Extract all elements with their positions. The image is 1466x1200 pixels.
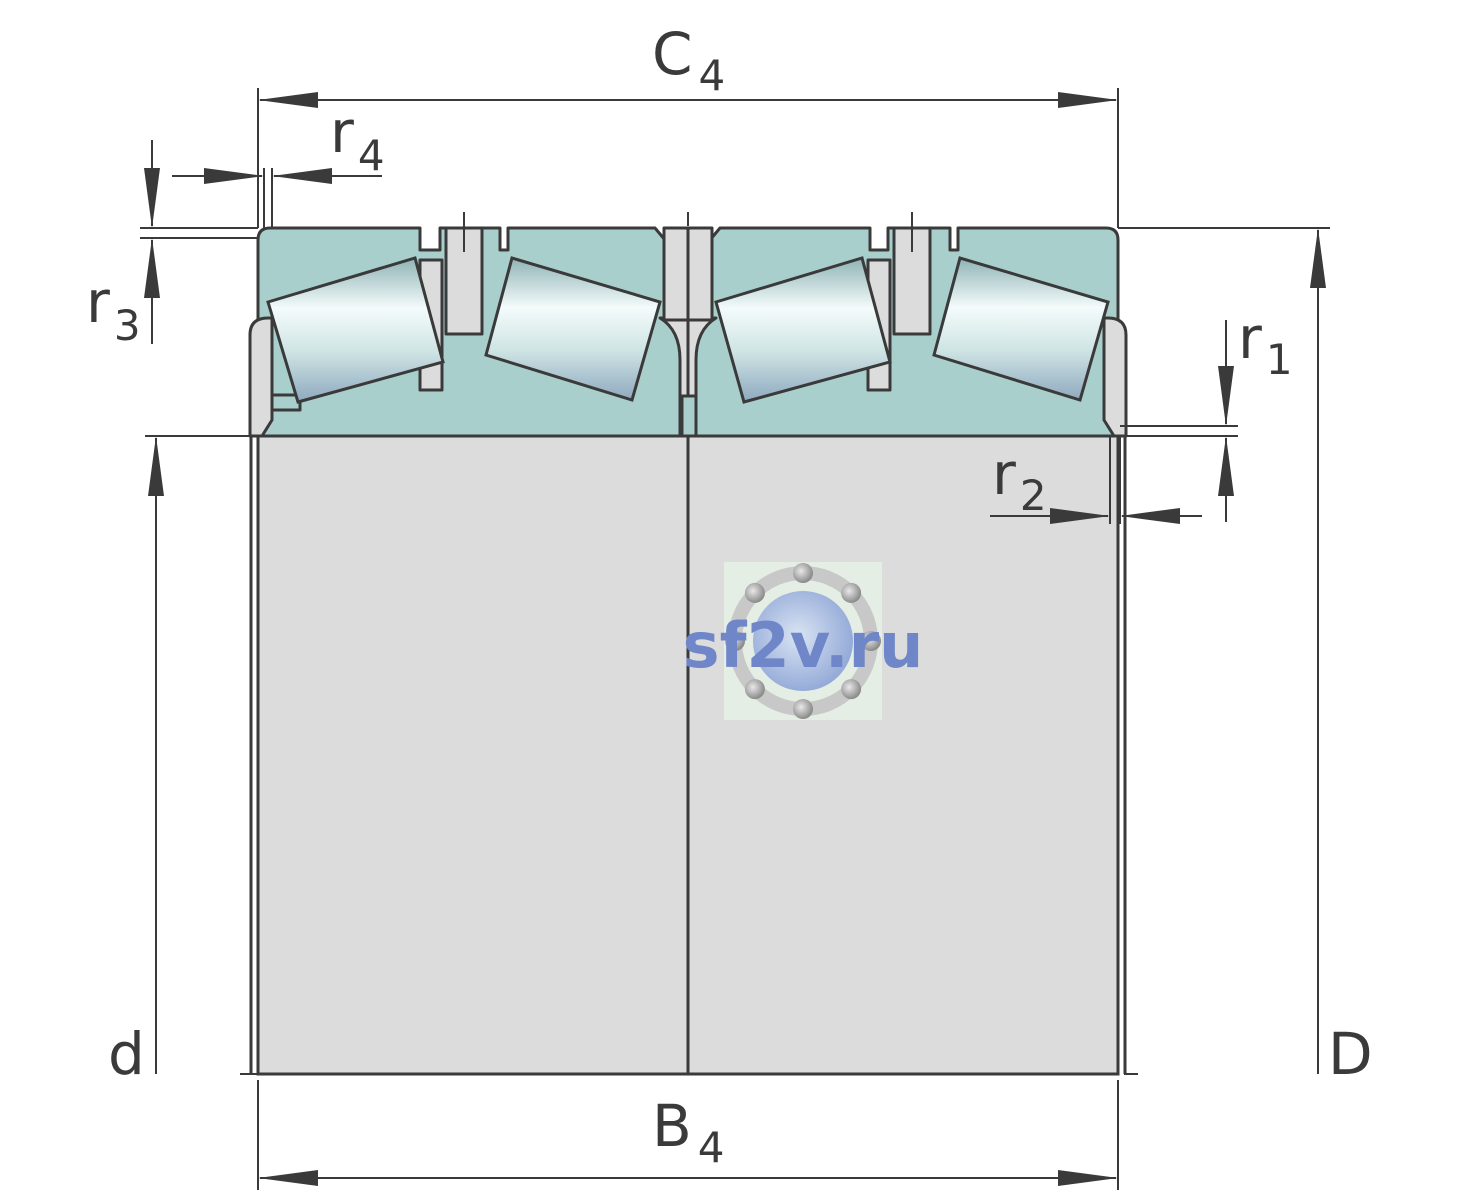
watermark-ball bbox=[861, 631, 881, 651]
watermark-ball bbox=[841, 582, 862, 603]
label-r4: r4 bbox=[330, 98, 385, 180]
roller-4 bbox=[932, 256, 1110, 402]
label-r3: r3 bbox=[86, 268, 141, 350]
rollers bbox=[266, 256, 1110, 404]
label-r2: r2 bbox=[992, 440, 1047, 520]
roller-3 bbox=[714, 256, 892, 404]
watermark-ball bbox=[744, 582, 765, 603]
roller-1 bbox=[266, 256, 445, 404]
watermark-ball bbox=[793, 563, 813, 583]
watermark-ball bbox=[725, 631, 745, 651]
label-D: D bbox=[1328, 1020, 1373, 1088]
watermark-ball bbox=[841, 679, 862, 700]
roller-2 bbox=[484, 256, 662, 402]
dimension-lines bbox=[140, 88, 1330, 1190]
label-d: d bbox=[108, 1020, 145, 1088]
centre-lines bbox=[240, 212, 1138, 1075]
watermark-ball bbox=[793, 699, 813, 719]
watermark-text: sf2v.ru bbox=[683, 609, 924, 682]
label-r1: r1 bbox=[1238, 304, 1293, 384]
watermark-ball bbox=[744, 679, 765, 700]
inner-ring-body bbox=[249, 434, 1127, 1076]
watermark: sf2v.ru bbox=[683, 562, 924, 720]
watermark-balls bbox=[725, 563, 881, 719]
watermark-core bbox=[753, 591, 853, 691]
